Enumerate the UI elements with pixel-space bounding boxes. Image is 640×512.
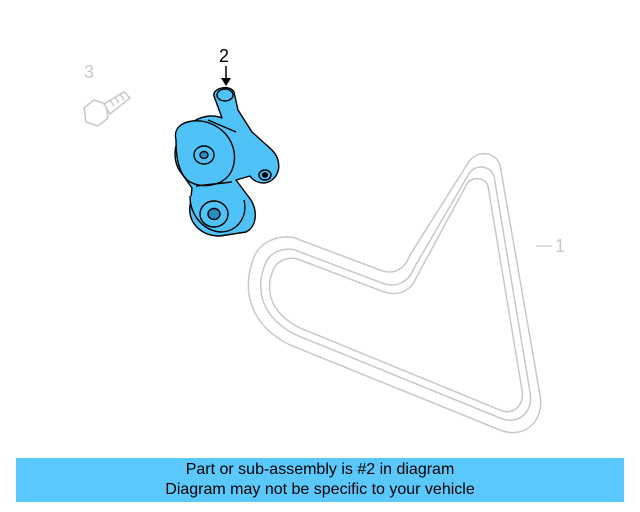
callout-3-label: 3 [84,62,94,82]
callout-2-label: 2 [219,46,229,66]
callout-1-label: 1 [555,236,565,256]
belt-part [247,153,542,434]
belt-tensioner-part [174,86,280,237]
bolt-part [83,91,132,127]
parts-diagram: 3 1 2 [83,46,565,434]
banner-line-2: Diagram may not be specific to your vehi… [165,481,475,498]
info-banner: Part or sub-assembly is #2 in diagram Di… [16,458,624,502]
callout-2-arrowhead [221,78,231,86]
banner-line-1: Part or sub-assembly is #2 in diagram [185,461,455,478]
